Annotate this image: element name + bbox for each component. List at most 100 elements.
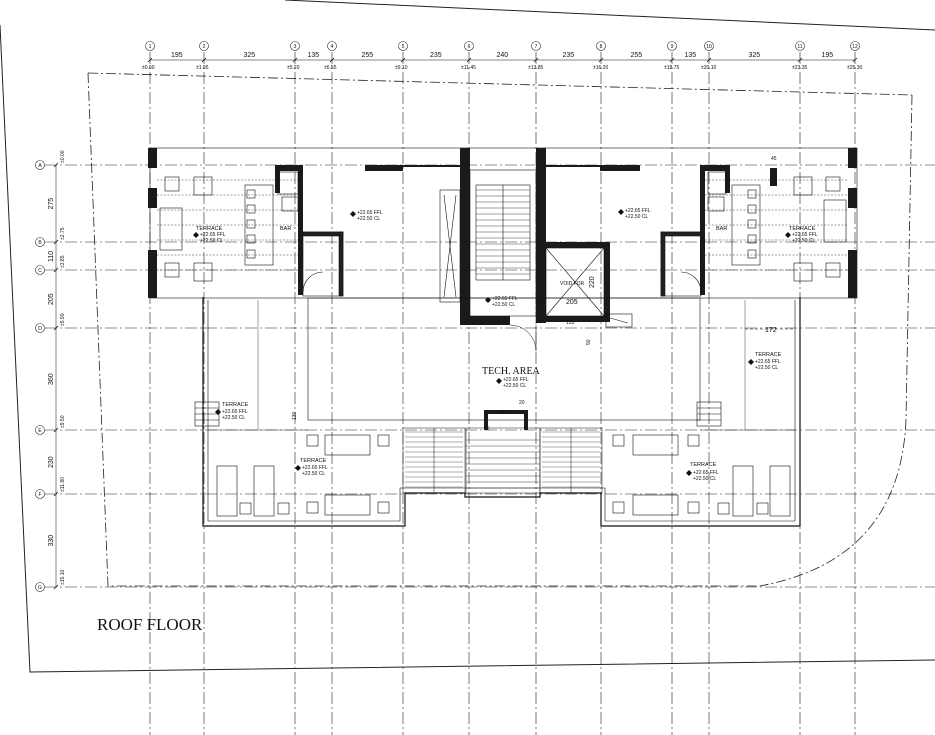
grid-col-label: 2 [203,44,206,50]
svg-text:+22.50 CL: +22.50 CL [625,214,648,220]
svg-text:+22.65 FFL: +22.65 FFL [302,465,328,471]
svg-text:+22.65 FFL: +22.65 FFL [503,377,529,383]
col-dim-label: 235 [563,52,575,59]
terrace-label-6: TERRACE [690,462,717,468]
col-dim-label: 135 [308,52,320,59]
tech-area [307,297,701,421]
svg-text:+22.65 FFL: +22.65 FFL [492,296,518,302]
labels: ROOF FLOOR TECH. AREA BAR BAR TERRACE TE… [97,156,818,634]
row-level-label: ±15.10 [60,570,66,585]
grid-col-label: 11 [797,44,802,50]
col-dim-label: 325 [749,52,761,59]
level-marker-9: +22.65 FFL +22.50 CL [193,232,226,244]
svg-text:+22.65 FFL: +22.65 FFL [200,232,226,238]
grid-bubble-row [35,323,45,333]
stair-treads [476,189,530,275]
col-level-label: ±20.10 [701,65,716,71]
site-boundary [0,0,935,673]
roof-parapet [149,147,858,299]
svg-text:+22.50 CL: +22.50 CL [492,302,515,308]
terrace-label-2: TERRACE [789,226,816,232]
drawing-title: ROOF FLOOR [97,615,203,634]
level-marker-4: +22.65 FFL +22.50 CL [496,377,529,389]
grid-lines-vertical [149,52,856,735]
grid-row-label: B [38,240,42,246]
col-level-label: ±16.20 [593,65,608,71]
svg-text:+22.65 FFL: +22.65 FFL [792,232,818,238]
top-dimension-chain: ±0.00±1.95±5.20±6.55±9.10±11.45±13.85±16… [142,52,862,71]
exterior-stairs [402,427,603,494]
row-level-label: ±11.80 [60,477,66,492]
row-dim-label: 230 [48,456,55,468]
col-level-label: ±11.45 [461,65,476,71]
col-dim-label: 235 [430,52,442,59]
terrace-label-5: TERRACE [300,458,327,464]
pergola-left [157,179,300,271]
col-dim-label: 240 [497,52,509,59]
col-level-label: ±25.30 [847,65,862,71]
grid-col-label: 10 [706,44,712,50]
dim-50: 50 [586,339,592,345]
grid-row-label: F [38,492,41,498]
col-level-label: ±0.00 [142,65,155,71]
level-marker-2: +22.65 FFL +22.50 CL [618,208,651,220]
col-dim-label: 255 [362,52,374,59]
col-level-label: ±23.35 [792,65,807,71]
row-dim-label: 205 [48,293,55,305]
grid-bubble-col [290,41,300,51]
grid-bubble-col [145,41,155,51]
row-dim-label: 360 [48,373,55,385]
row-level-label: ±2.75 [60,227,66,240]
grid-col-label: 3 [294,44,297,50]
bar-label-left: BAR [280,226,291,232]
svg-text:+22.65 FFL: +22.65 FFL [222,409,248,415]
bar-label-right: BAR [716,226,727,232]
col-dim-label: 135 [685,52,697,59]
row-dim-label: 330 [48,535,55,547]
dim-130: 130 [292,411,298,420]
col-dim-label: 255 [631,52,643,59]
walls [148,148,857,430]
row-level-label: ±0.00 [60,150,66,163]
grid-bubble-col [531,41,541,51]
col-level-label: ±1.95 [196,65,209,71]
dim-115: 115 [500,410,508,416]
level-marker-6: +22.65 FFL +22.50 CL [748,359,781,371]
svg-text:+22.50 CL: +22.50 CL [222,415,245,421]
dim-172: 172 [765,327,777,334]
terrace-inner-lines [208,300,795,431]
grid-bubble-row [35,237,45,247]
col-dim-label: 195 [171,52,183,59]
level-marker-7: +22.65 FFL +22.50 CL [295,465,328,477]
grid-row-label: C [38,268,42,274]
level-marker-10: +22.65 FFL +22.50 CL [785,232,818,244]
grid-col-label: 6 [468,44,471,50]
grid-row-label: E [38,428,42,434]
col-level-label: ±5.20 [287,65,300,71]
exterior-stair-treads [405,428,600,493]
terrace-furniture-right [612,434,791,517]
svg-text:+22.50 CL: +22.50 CL [200,238,223,244]
col-dim-label: 325 [244,52,256,59]
pergola-right [705,179,848,271]
grid-col-label: 8 [600,44,603,50]
grid-bubble-col [667,41,677,51]
row-dim-label: 110 [48,251,55,262]
grid-col-label: 5 [402,44,405,50]
building [148,147,858,527]
terrace-furniture-left [216,434,390,517]
svg-text:+22.65 FFL: +22.65 FFL [357,210,383,216]
svg-text:+22.50 CL: +22.50 CL [693,476,716,482]
stair-core [439,169,537,317]
bar-furniture-left [159,176,274,282]
grid-col-label: 1 [149,44,152,50]
row-level-label: ±9.50 [60,415,66,428]
grid-col-label: 12 [852,44,858,50]
grid-bubble-row [35,265,45,275]
svg-text:+22.50 CL: +22.50 CL [357,216,380,222]
dim-15: 15 [484,426,490,432]
col-level-label: ±6.55 [324,65,337,71]
